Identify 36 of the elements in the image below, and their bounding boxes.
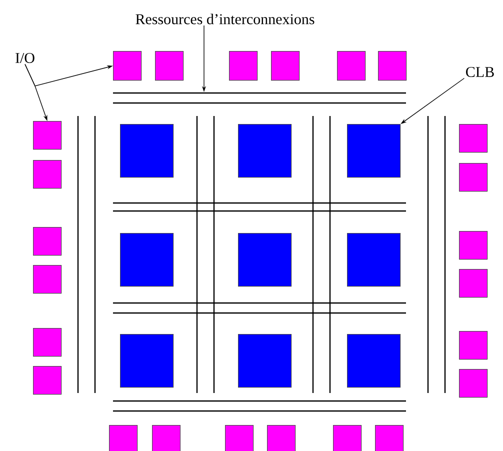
- logic-block: [238, 334, 292, 388]
- io-block: [333, 425, 362, 451]
- io-block: [33, 366, 62, 395]
- io-block: [229, 51, 258, 81]
- io-block: [33, 121, 62, 150]
- io-block: [375, 425, 404, 451]
- label-text: I/O: [16, 52, 34, 64]
- io-block: [378, 51, 407, 81]
- io-block: [33, 160, 62, 189]
- io-block: [33, 328, 62, 357]
- logic-block: [347, 233, 401, 287]
- logic-block: [120, 233, 174, 287]
- io-block: [459, 231, 488, 260]
- io-block: [225, 425, 254, 451]
- logic-block: [238, 124, 292, 178]
- label-text: CLB: [466, 66, 494, 78]
- logic-block: [347, 334, 401, 388]
- io-block: [109, 425, 138, 451]
- io-block: [113, 51, 142, 81]
- io-block: [271, 51, 300, 81]
- io-block: [267, 425, 296, 451]
- logic-block: [347, 124, 401, 178]
- io-block: [33, 265, 62, 294]
- io-block: [459, 331, 488, 360]
- io-block: [33, 227, 62, 256]
- label-text: Ressources d’interconnexions: [136, 14, 314, 24]
- io-block: [459, 163, 488, 192]
- logic-block: [120, 334, 174, 388]
- io-block: [155, 51, 184, 81]
- io-block: [459, 124, 488, 153]
- io-block: [459, 369, 488, 398]
- io-block: [459, 269, 488, 298]
- logic-block: [120, 124, 174, 178]
- logic-block: [238, 233, 292, 287]
- io-block: [337, 51, 366, 81]
- io-block: [152, 425, 181, 451]
